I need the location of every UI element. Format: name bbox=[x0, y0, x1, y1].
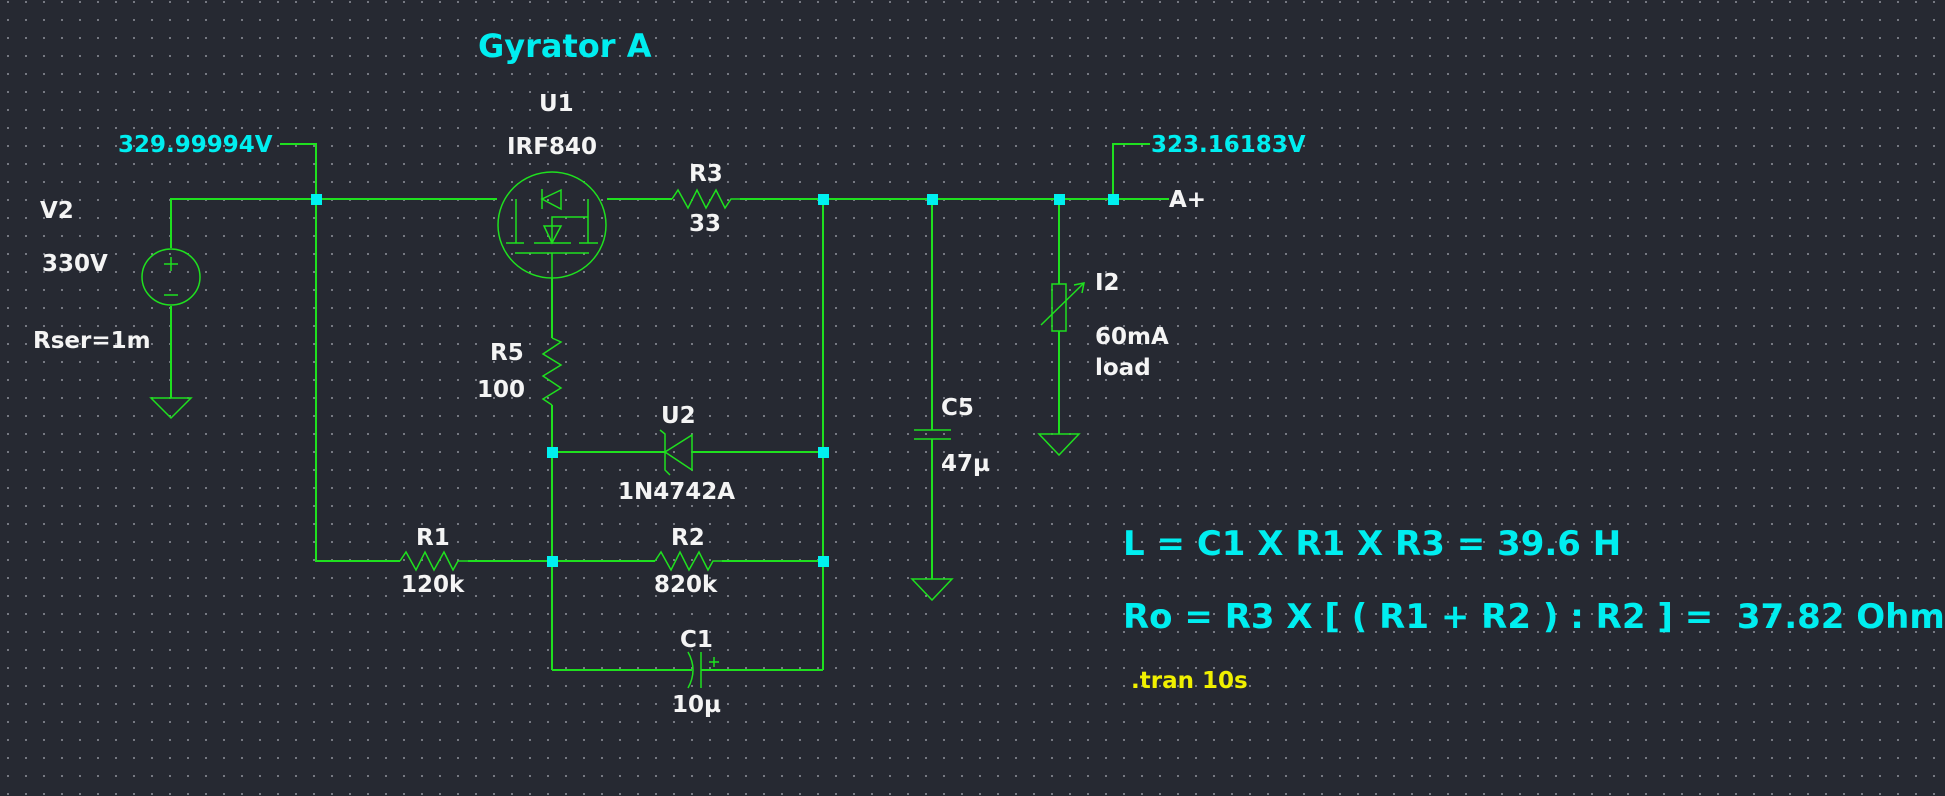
junction-node[interactable] bbox=[818, 447, 829, 458]
r1-name-label[interactable]: R1 bbox=[416, 525, 450, 551]
r2-name-label[interactable]: R2 bbox=[671, 525, 705, 551]
r3-value-label[interactable]: 33 bbox=[689, 211, 722, 237]
ground-icon bbox=[1037, 433, 1081, 457]
junction-node[interactable] bbox=[547, 556, 558, 567]
u1-name-label[interactable]: U1 bbox=[539, 91, 574, 117]
wire-output-probe[interactable] bbox=[1112, 143, 1150, 199]
v2-value-label[interactable]: 330V bbox=[42, 251, 108, 277]
junction-node[interactable] bbox=[311, 194, 322, 205]
r3-name-label[interactable]: R3 bbox=[689, 161, 723, 187]
junction-node[interactable] bbox=[927, 194, 938, 205]
tran-directive[interactable]: .tran 10s bbox=[1131, 668, 1248, 694]
r2-value-label[interactable]: 820k bbox=[654, 572, 718, 598]
junction-node[interactable] bbox=[1108, 194, 1119, 205]
v2-name-label[interactable]: V2 bbox=[40, 198, 74, 224]
input-voltage-probe[interactable]: 329.99994V bbox=[118, 132, 273, 158]
i2-extra-label[interactable]: load bbox=[1095, 355, 1151, 381]
junction-nodes bbox=[311, 194, 1119, 567]
ground-icon bbox=[910, 578, 954, 602]
junction-node[interactable] bbox=[547, 447, 558, 458]
c5-name-label[interactable]: C5 bbox=[941, 395, 974, 421]
r1-value-label[interactable]: 120k bbox=[401, 572, 465, 598]
ground-icon bbox=[149, 397, 193, 420]
capacitor-icon[interactable] bbox=[914, 429, 951, 440]
nmos-transistor-icon[interactable] bbox=[497, 171, 607, 279]
wires bbox=[170, 143, 1169, 671]
inductance-equation[interactable]: L = C1 X R1 X R3 = 39.6 H bbox=[1123, 524, 1622, 564]
c5-value-label[interactable]: 47µ bbox=[941, 451, 990, 477]
wire-v2-top[interactable] bbox=[170, 198, 497, 248]
junction-node[interactable] bbox=[1054, 194, 1065, 205]
junction-node[interactable] bbox=[818, 556, 829, 567]
voltage-source-icon[interactable] bbox=[141, 248, 201, 306]
c1-value-label[interactable]: 10µ bbox=[672, 692, 721, 718]
output-voltage-probe[interactable]: 323.16183V bbox=[1151, 132, 1306, 158]
polarized-capacitor-icon[interactable] bbox=[687, 651, 719, 689]
resistor-r3-icon[interactable] bbox=[671, 188, 740, 210]
c1-name-label[interactable]: C1 bbox=[680, 627, 713, 653]
r5-value-label[interactable]: 100 bbox=[477, 377, 526, 403]
i2-name-label[interactable]: I2 bbox=[1095, 270, 1120, 296]
schematic-title[interactable]: Gyrator A bbox=[478, 27, 652, 65]
zener-diode-icon[interactable] bbox=[659, 429, 693, 476]
wire-input-probe[interactable] bbox=[280, 143, 400, 562]
v2-rser-label[interactable]: Rser=1m bbox=[33, 328, 151, 354]
u1-value-label[interactable]: IRF840 bbox=[507, 134, 597, 160]
u2-name-label[interactable]: U2 bbox=[661, 403, 696, 429]
resistor-r1-icon[interactable] bbox=[399, 550, 468, 572]
i2-value-label[interactable]: 60mA bbox=[1095, 324, 1169, 350]
junction-node[interactable] bbox=[818, 194, 829, 205]
net-label-output[interactable]: A+ bbox=[1169, 187, 1207, 213]
r5-name-label[interactable]: R5 bbox=[490, 340, 524, 366]
current-source-icon[interactable] bbox=[1040, 282, 1085, 332]
resistor-r2-icon[interactable] bbox=[654, 550, 722, 572]
output-resistance-equation[interactable]: Ro = R3 X [ ( R1 + R2 ) : R2 ] = 37.82 O… bbox=[1123, 597, 1945, 637]
resistor-r5-icon[interactable] bbox=[541, 337, 563, 406]
u2-value-label[interactable]: 1N4742A bbox=[618, 479, 736, 505]
